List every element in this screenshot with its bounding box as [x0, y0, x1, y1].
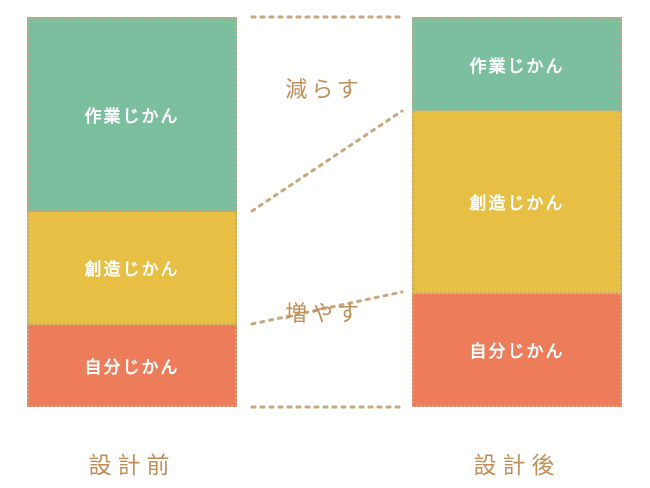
- after-label: 設計後: [473, 453, 561, 479]
- reduce-annotation: 減らす: [285, 78, 363, 103]
- before-segment-0: 作業じかん: [27, 17, 237, 212]
- before-segment-1: 創造じかん: [27, 212, 237, 325]
- before-stack: 作業じかん創造じかん自分じかん: [27, 17, 237, 407]
- after-segment-1: 創造じかん: [412, 111, 622, 294]
- after-segment-0: 作業じかん: [412, 17, 622, 111]
- reduce-connector-line: [250, 109, 404, 213]
- before-label: 設計前: [88, 453, 176, 479]
- increase-annotation: 増やす: [284, 302, 363, 327]
- after-segment-2: 自分じかん: [412, 294, 622, 407]
- before-segment-2: 自分じかん: [27, 325, 237, 407]
- increase-connector-line: [250, 290, 404, 326]
- after-stack: 作業じかん創造じかん自分じかん: [412, 17, 622, 407]
